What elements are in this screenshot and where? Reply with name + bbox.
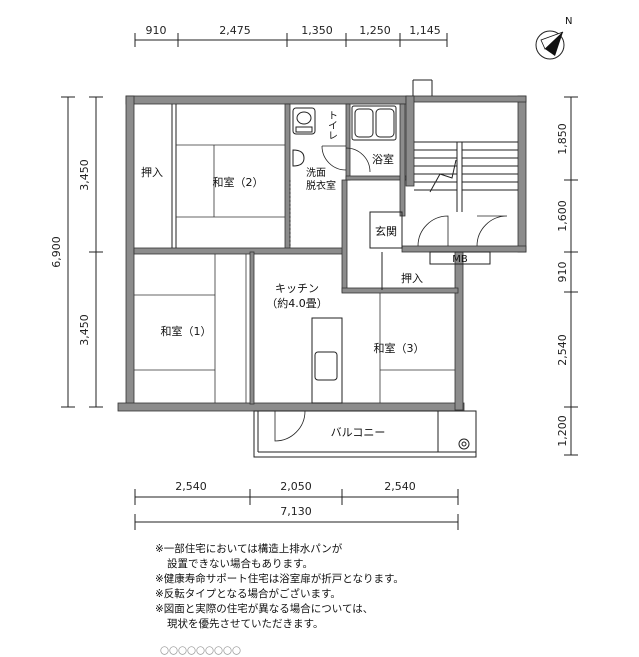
note-line-5: ※図面と実際の住宅が異なる場合については、 <box>155 603 374 615</box>
kitchen-label-2: （約4.0畳） <box>266 296 328 310</box>
washitsu-2-tatami <box>176 144 285 218</box>
genkan-label: 玄関 <box>375 224 397 238</box>
bathtub-icon <box>351 105 397 141</box>
door-swings <box>274 145 508 442</box>
bottom-dimension-line <box>134 489 459 530</box>
top-dim-4: 1,250 <box>359 24 391 37</box>
right-dim-1: 1,850 <box>556 123 569 155</box>
right-dim-4: 2,540 <box>556 334 569 366</box>
note-line-4: ※反転タイプとなる場合がございます。 <box>155 588 341 600</box>
kitchen-counter-icon <box>311 317 343 404</box>
washitsu-1-tatami <box>134 254 247 403</box>
senmen-label-2: 脱衣室 <box>306 179 336 192</box>
oshiire-1-label-top: 押入 <box>141 165 163 179</box>
right-dim-2: 1,600 <box>556 200 569 232</box>
stairwell <box>412 79 518 212</box>
bottom-dim-2: 2,050 <box>280 480 312 493</box>
bottom-dim-total: 7,130 <box>280 505 312 518</box>
top-dimension-line <box>134 33 448 47</box>
left-dim-2: 3,450 <box>78 314 91 346</box>
washitsu-3-label: 和室（3） <box>374 341 425 355</box>
right-dim-5: 1,200 <box>556 415 569 447</box>
mb-label: MB <box>452 254 468 265</box>
left-dim-1: 3,450 <box>78 159 91 191</box>
oshiire-1 <box>171 104 177 248</box>
oshiire-2-label: 押入 <box>401 271 423 285</box>
left-dim-total: 6,900 <box>50 236 63 268</box>
footer-text: 〇〇〇〇〇〇〇〇〇 <box>160 647 242 657</box>
top-dim-2: 2,475 <box>219 24 251 37</box>
top-dim-3: 1,350 <box>301 24 333 37</box>
top-dim-1: 910 <box>146 24 167 37</box>
washbasin-icon <box>292 149 305 167</box>
north-compass-icon: N <box>535 16 572 60</box>
note-line-1: ※一部住宅においては構造上排水パンが <box>155 543 343 555</box>
left-dimension-line <box>61 96 103 408</box>
bottom-dim-3: 2,540 <box>384 480 416 493</box>
washitsu-2-label: 和室（2） <box>213 175 264 189</box>
balcony-label: バルコニー <box>331 426 386 439</box>
mb-box <box>429 251 491 265</box>
senmen-label-1: 洗面 <box>306 167 326 179</box>
kitchen-label-1: キッチン <box>275 282 319 295</box>
walls <box>117 95 527 412</box>
washitsu-3-tatami <box>379 293 455 403</box>
note-line-2: 設置できない場合もあります。 <box>167 558 313 570</box>
bottom-dim-1: 2,540 <box>175 480 207 493</box>
right-dim-3: 910 <box>556 262 569 283</box>
top-dim-5: 1,145 <box>409 24 441 37</box>
toilet-fixture-icon <box>292 107 316 135</box>
washitsu-1-label: 和室（1） <box>161 324 212 338</box>
note-line-3: ※健康寿命サポート住宅は浴室扉が折戸となります。 <box>155 573 404 585</box>
bath-label: 浴室 <box>372 152 394 166</box>
right-dimension-line <box>564 96 578 456</box>
compass-label: N <box>565 16 572 27</box>
balcony <box>253 410 477 458</box>
notes-block: ※一部住宅においては構造上排水パンが 設置できない場合もあります。 ※健康寿命サ… <box>155 542 595 632</box>
note-line-6: 現状を優先させていただきます。 <box>167 618 324 630</box>
toilet-label: トイレ <box>326 110 338 140</box>
genkan-box <box>369 211 403 249</box>
